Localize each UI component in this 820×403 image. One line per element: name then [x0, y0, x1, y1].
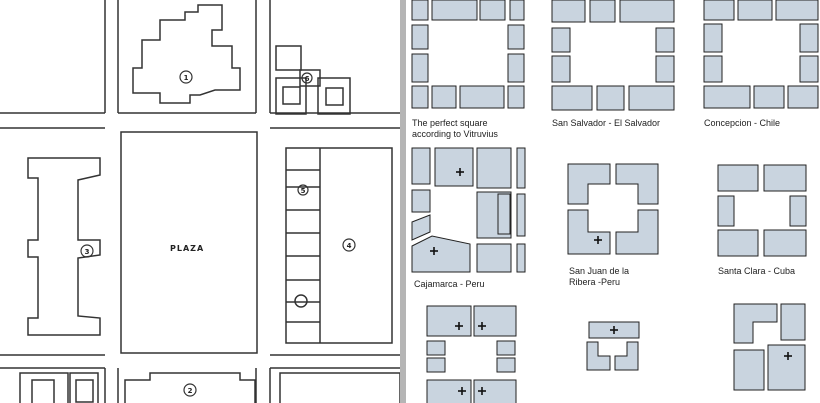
number-1-label: 1	[184, 74, 189, 82]
panel-divider	[400, 0, 406, 403]
left-plan-labels: PLAZA 1 2 3 4 5 6	[85, 74, 352, 395]
building-3-outline	[27, 157, 101, 336]
caption-concepcion: Concepcion - Chile	[704, 118, 780, 128]
caption-san-salvador: San Salvador - El Salvador	[552, 118, 660, 128]
plan-san-juan	[567, 163, 659, 255]
left-plan-drawing	[0, 0, 401, 403]
plus-marker	[458, 387, 466, 395]
plan-captions: The perfect square according to Vitruviu…	[412, 118, 795, 289]
right-plans-panel	[411, 0, 819, 403]
caption-vitruvius-line2: according to Vitruvius	[412, 129, 498, 139]
plus-marker	[478, 387, 486, 395]
plan-bottom-right	[733, 303, 806, 391]
plan-cajamarca	[411, 147, 526, 273]
building-4-group	[285, 147, 393, 344]
building-1-outline	[132, 4, 241, 104]
caption-san-juan-line2: Ribera -Peru	[569, 277, 620, 287]
plus-marker	[478, 322, 486, 330]
caption-santa-clara: Santa Clara - Cuba	[718, 266, 795, 276]
number-5-label: 5	[301, 187, 306, 195]
street-lines	[0, 0, 400, 403]
number-3-label: 3	[85, 248, 90, 256]
caption-cajamarca: Cajamarca - Peru	[414, 279, 485, 289]
number-4-label: 4	[347, 242, 352, 250]
caption-san-juan-line1: San Juan de la	[569, 266, 629, 276]
plus-marker	[430, 247, 438, 255]
plan-san-salvador	[551, 0, 675, 111]
building-number-markers	[80, 70, 356, 397]
plan-vitruvius	[411, 0, 525, 109]
plus-marker	[610, 326, 618, 334]
number-6-label: 6	[305, 75, 310, 83]
plus-marker	[455, 322, 463, 330]
caption-vitruvius-line1: The perfect square	[412, 118, 488, 128]
plaza-block	[120, 131, 258, 354]
plan-santa-clara	[717, 164, 807, 257]
number-2-label: 2	[188, 387, 193, 395]
building-6-group	[275, 45, 351, 115]
plan-bottom-left	[426, 305, 517, 403]
bottom-buildings	[19, 372, 401, 403]
plus-marker	[594, 236, 602, 244]
plan-concepcion	[703, 0, 819, 109]
plus-marker	[784, 352, 792, 360]
plus-markers	[430, 168, 792, 395]
plaza-label: PLAZA	[170, 244, 204, 253]
plus-marker	[456, 168, 464, 176]
